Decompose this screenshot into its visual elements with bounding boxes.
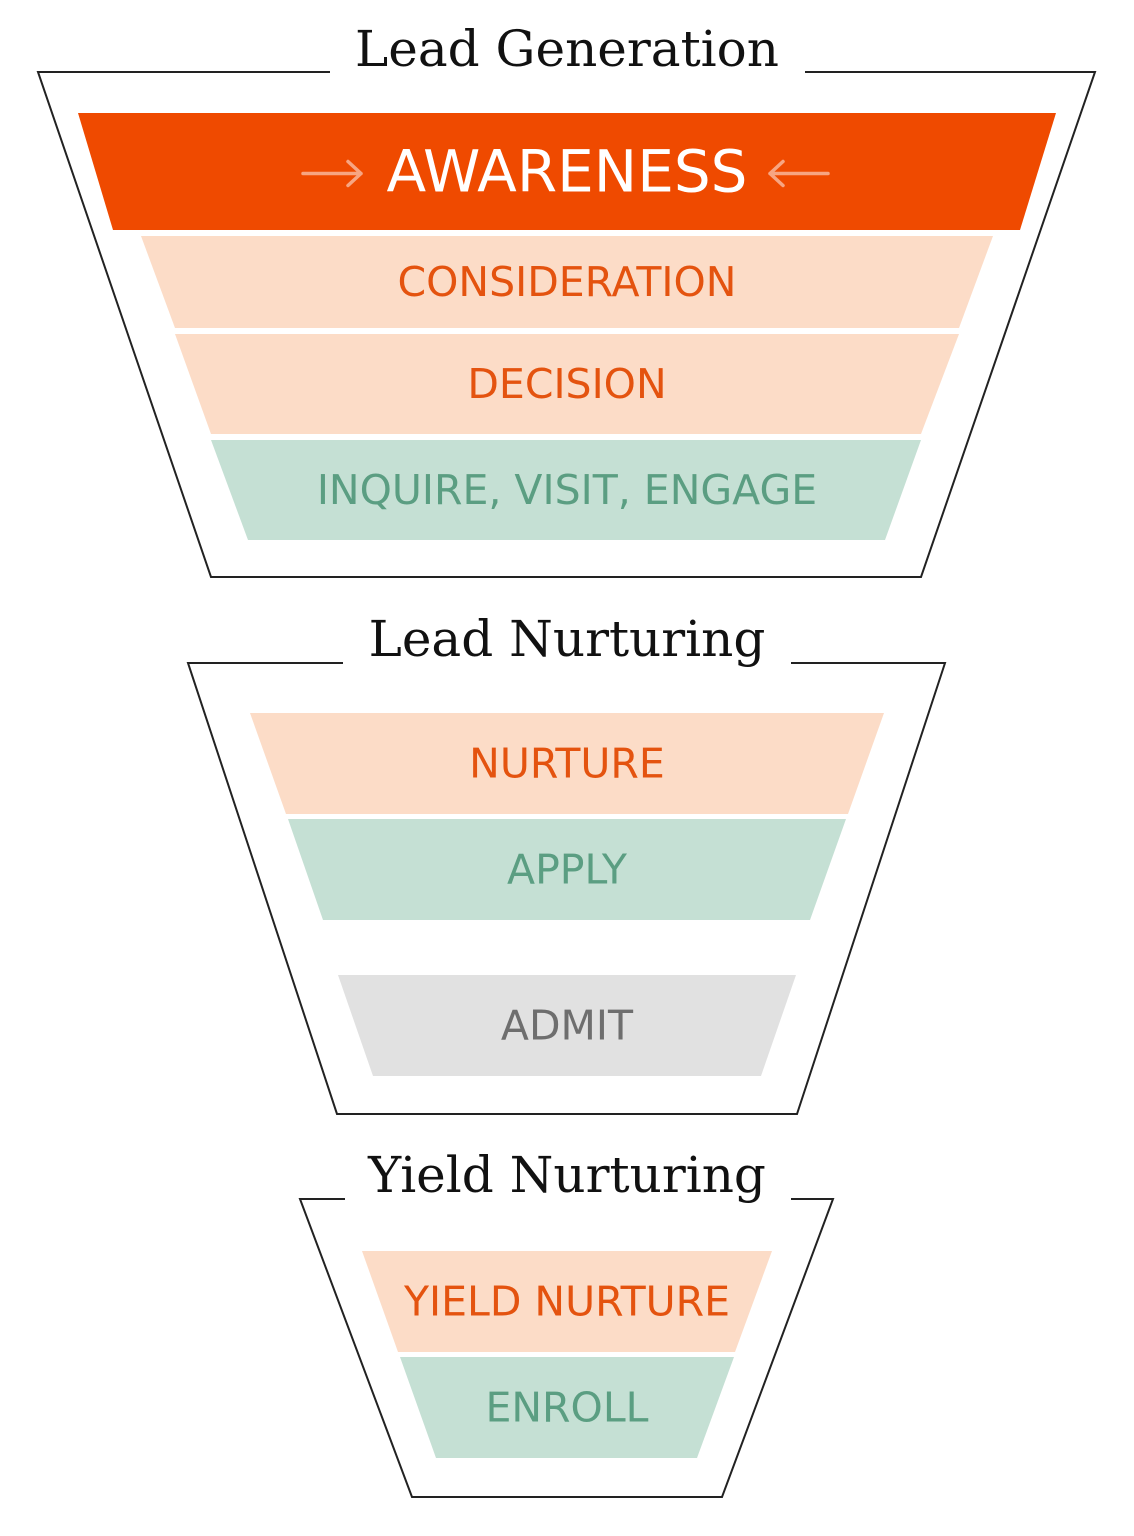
funnel-outline (186, 662, 947, 1115)
stage-nurture: NURTURE (250, 713, 884, 814)
stage-band (175, 334, 959, 434)
stage-awareness: AWARENESS (78, 113, 1056, 230)
stage-label: CONSIDERATION (398, 258, 737, 306)
arrow-left-icon (768, 159, 830, 188)
stage-band (211, 440, 921, 540)
section-title: Lead Generation (355, 20, 779, 78)
stage-decision: DECISION (175, 334, 959, 434)
stage-apply: APPLY (288, 819, 846, 920)
stage-label: NURTURE (469, 740, 665, 788)
stage-label: APPLY (507, 846, 628, 894)
stage-band (78, 113, 1056, 230)
stage-label: YIELD NURTURE (403, 1278, 730, 1326)
stage-admit: ADMIT (338, 975, 796, 1076)
stage-yield-nurture: YIELD NURTURE (362, 1251, 772, 1352)
section-title: Yield Nurturing (367, 1146, 766, 1204)
stage-label: INQUIRE, VISIT, ENGAGE (317, 466, 817, 514)
stage-band (141, 236, 993, 328)
stage-label: ENROLL (485, 1384, 648, 1432)
stage-enroll: ENROLL (400, 1357, 734, 1458)
stage-consideration: CONSIDERATION (141, 236, 993, 328)
funnel-outline (298, 1198, 835, 1498)
stage-band (362, 1251, 772, 1352)
stage-band (288, 819, 846, 920)
stage-band (400, 1357, 734, 1458)
stage-label: ADMIT (501, 1002, 634, 1050)
stage-label: AWARENESS (387, 138, 748, 206)
arrow-right-icon (301, 159, 363, 188)
stage-inquire-visit-engage: INQUIRE, VISIT, ENGAGE (211, 440, 921, 540)
funnel-outline (36, 71, 1097, 578)
stage-band (250, 713, 884, 814)
stage-band (338, 975, 796, 1076)
section-title: Lead Nurturing (369, 610, 766, 668)
stage-label: DECISION (467, 360, 666, 408)
